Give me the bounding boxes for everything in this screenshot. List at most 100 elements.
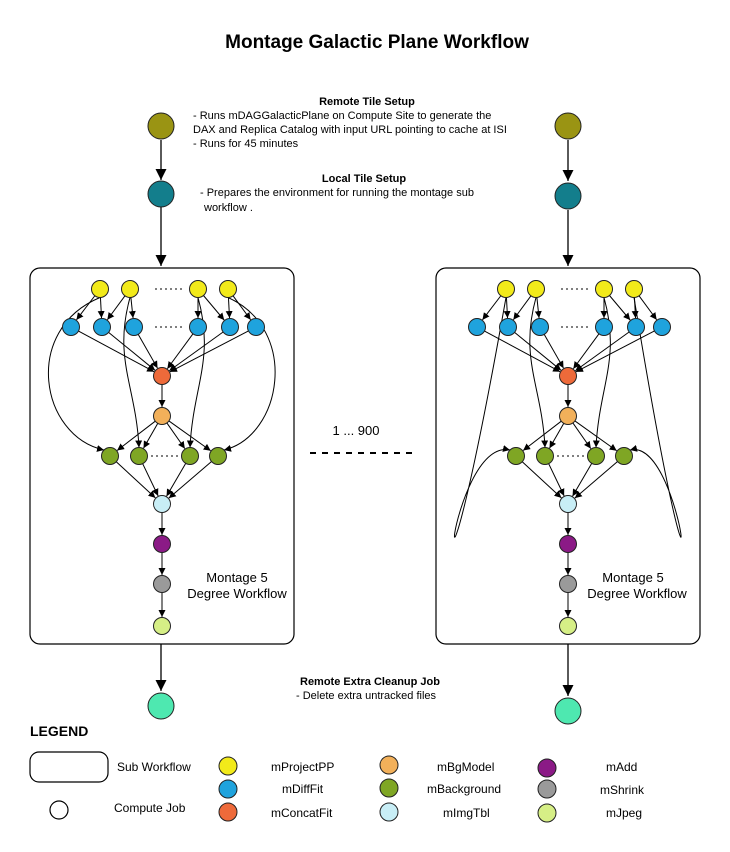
mdifffit-node	[189, 318, 207, 336]
mshrink-node	[559, 575, 577, 593]
mconcatfit-node	[559, 367, 577, 385]
mdifffit-node	[62, 318, 80, 336]
mimgtbl-node	[559, 495, 577, 513]
edge	[108, 331, 156, 371]
edge	[574, 420, 617, 452]
legend-compute-job-swatch	[49, 800, 69, 820]
local-tile-setup-line-2: workflow .	[203, 202, 253, 214]
legend-mbgmodel-swatch	[379, 755, 399, 775]
mdifffit-node	[125, 318, 143, 336]
legend-mbgmodel-label: mBgModel	[437, 760, 494, 774]
edge	[548, 463, 565, 497]
edge	[572, 463, 593, 497]
edge	[453, 297, 511, 538]
legend-mjpeg-swatch	[537, 803, 557, 823]
edge	[232, 295, 252, 321]
edge	[166, 333, 194, 370]
legend-mshrink-label: mShrink	[600, 783, 645, 797]
edge	[169, 331, 224, 372]
mdifffit-node	[653, 318, 671, 336]
legend-mimgtbl-label: mImgTbl	[443, 806, 490, 820]
edge	[128, 297, 136, 319]
subworkflow-label-line-1: Montage 5	[602, 570, 663, 585]
mprojectpp-node	[189, 280, 207, 298]
legend-mconcatfit-swatch	[218, 802, 238, 822]
legend-mimgtbl-swatch	[379, 802, 399, 822]
legend-mdifffit-swatch	[218, 779, 238, 799]
mjpeg-node	[559, 617, 577, 635]
edge	[575, 331, 630, 372]
edge	[529, 297, 549, 448]
legend-items: mProjectPPmDiffFitmConcatFitmBgModelmBac…	[218, 755, 645, 823]
mdifffit-node	[499, 318, 517, 336]
edge	[116, 420, 156, 451]
remote-tile-setup-line-2: DAX and Replica Catalog with input URL p…	[193, 124, 507, 136]
mdifffit-node	[247, 318, 265, 336]
local-tile-setup-node	[554, 182, 582, 210]
madd-node	[559, 535, 577, 553]
edge	[166, 422, 186, 449]
edge	[223, 297, 276, 452]
edge	[514, 331, 562, 371]
remote-tile-setup-node	[554, 112, 582, 140]
mdifffit-node	[468, 318, 486, 336]
edge	[549, 423, 565, 449]
mbackground-node	[507, 447, 525, 465]
remote-tile-setup-node	[147, 112, 175, 140]
legend-madd-swatch	[537, 758, 557, 778]
legend-subworkflow-label: Sub Workflow	[117, 760, 191, 774]
edge	[47, 297, 105, 452]
mdifffit-node	[595, 318, 613, 336]
edge	[106, 295, 126, 321]
mbackground-node	[101, 447, 119, 465]
edge	[543, 334, 564, 369]
mprojectpp-node	[497, 280, 515, 298]
edge	[168, 461, 212, 499]
mshrink-node	[153, 575, 171, 593]
mprojectpp-node	[121, 280, 139, 298]
cleanup-line-1: - Delete extra untracked files	[296, 690, 437, 702]
subworkflow-label-line-2: Degree Workflow	[587, 586, 687, 601]
edge	[629, 297, 682, 538]
madd-node	[153, 535, 171, 553]
remote-tile-setup-line-1: - Runs mDAGGalacticPlane on Compute Site…	[193, 110, 491, 122]
mconcatfit-node	[153, 367, 171, 385]
edge	[522, 420, 562, 451]
mdifffit-node	[93, 318, 111, 336]
legend-mdifffit-label: mDiffFit	[282, 782, 324, 796]
edge	[592, 297, 611, 448]
mbackground-node	[615, 447, 633, 465]
mimgtbl-node	[153, 495, 171, 513]
edge	[123, 297, 143, 448]
edge	[166, 463, 187, 497]
legend-subworkflow-swatch	[29, 751, 109, 783]
edge	[638, 295, 658, 321]
edge	[97, 297, 105, 319]
local-tile-setup-line-1: - Prepares the environment for running t…	[200, 187, 474, 199]
subworkflow-label-line-1: Montage 5	[206, 570, 267, 585]
edge	[575, 330, 655, 373]
edge	[482, 295, 502, 321]
edge	[143, 423, 159, 449]
edge	[115, 461, 156, 499]
legend-mconcatfit-label: mConcatFit	[271, 806, 333, 820]
legend-compute-job-label: Compute Job	[114, 801, 186, 815]
mdifffit-node	[627, 318, 645, 336]
edge	[137, 334, 158, 369]
edges	[47, 295, 276, 617]
edge	[512, 295, 532, 321]
edge	[169, 330, 249, 373]
remote-cleanup-node	[554, 697, 582, 725]
edge	[572, 333, 600, 370]
edge	[168, 420, 211, 452]
subworkflow-label-line-2: Degree Workflow	[187, 586, 287, 601]
legend-mjpeg-label: mJpeg	[606, 806, 642, 820]
mprojectpp-node	[527, 280, 545, 298]
mbackground-node	[181, 447, 199, 465]
edge	[225, 297, 233, 319]
edge	[534, 297, 542, 319]
mprojectpp-node	[91, 280, 109, 298]
mbgmodel-node	[559, 407, 577, 425]
legend-mprojectpp-label: mProjectPP	[271, 760, 334, 774]
